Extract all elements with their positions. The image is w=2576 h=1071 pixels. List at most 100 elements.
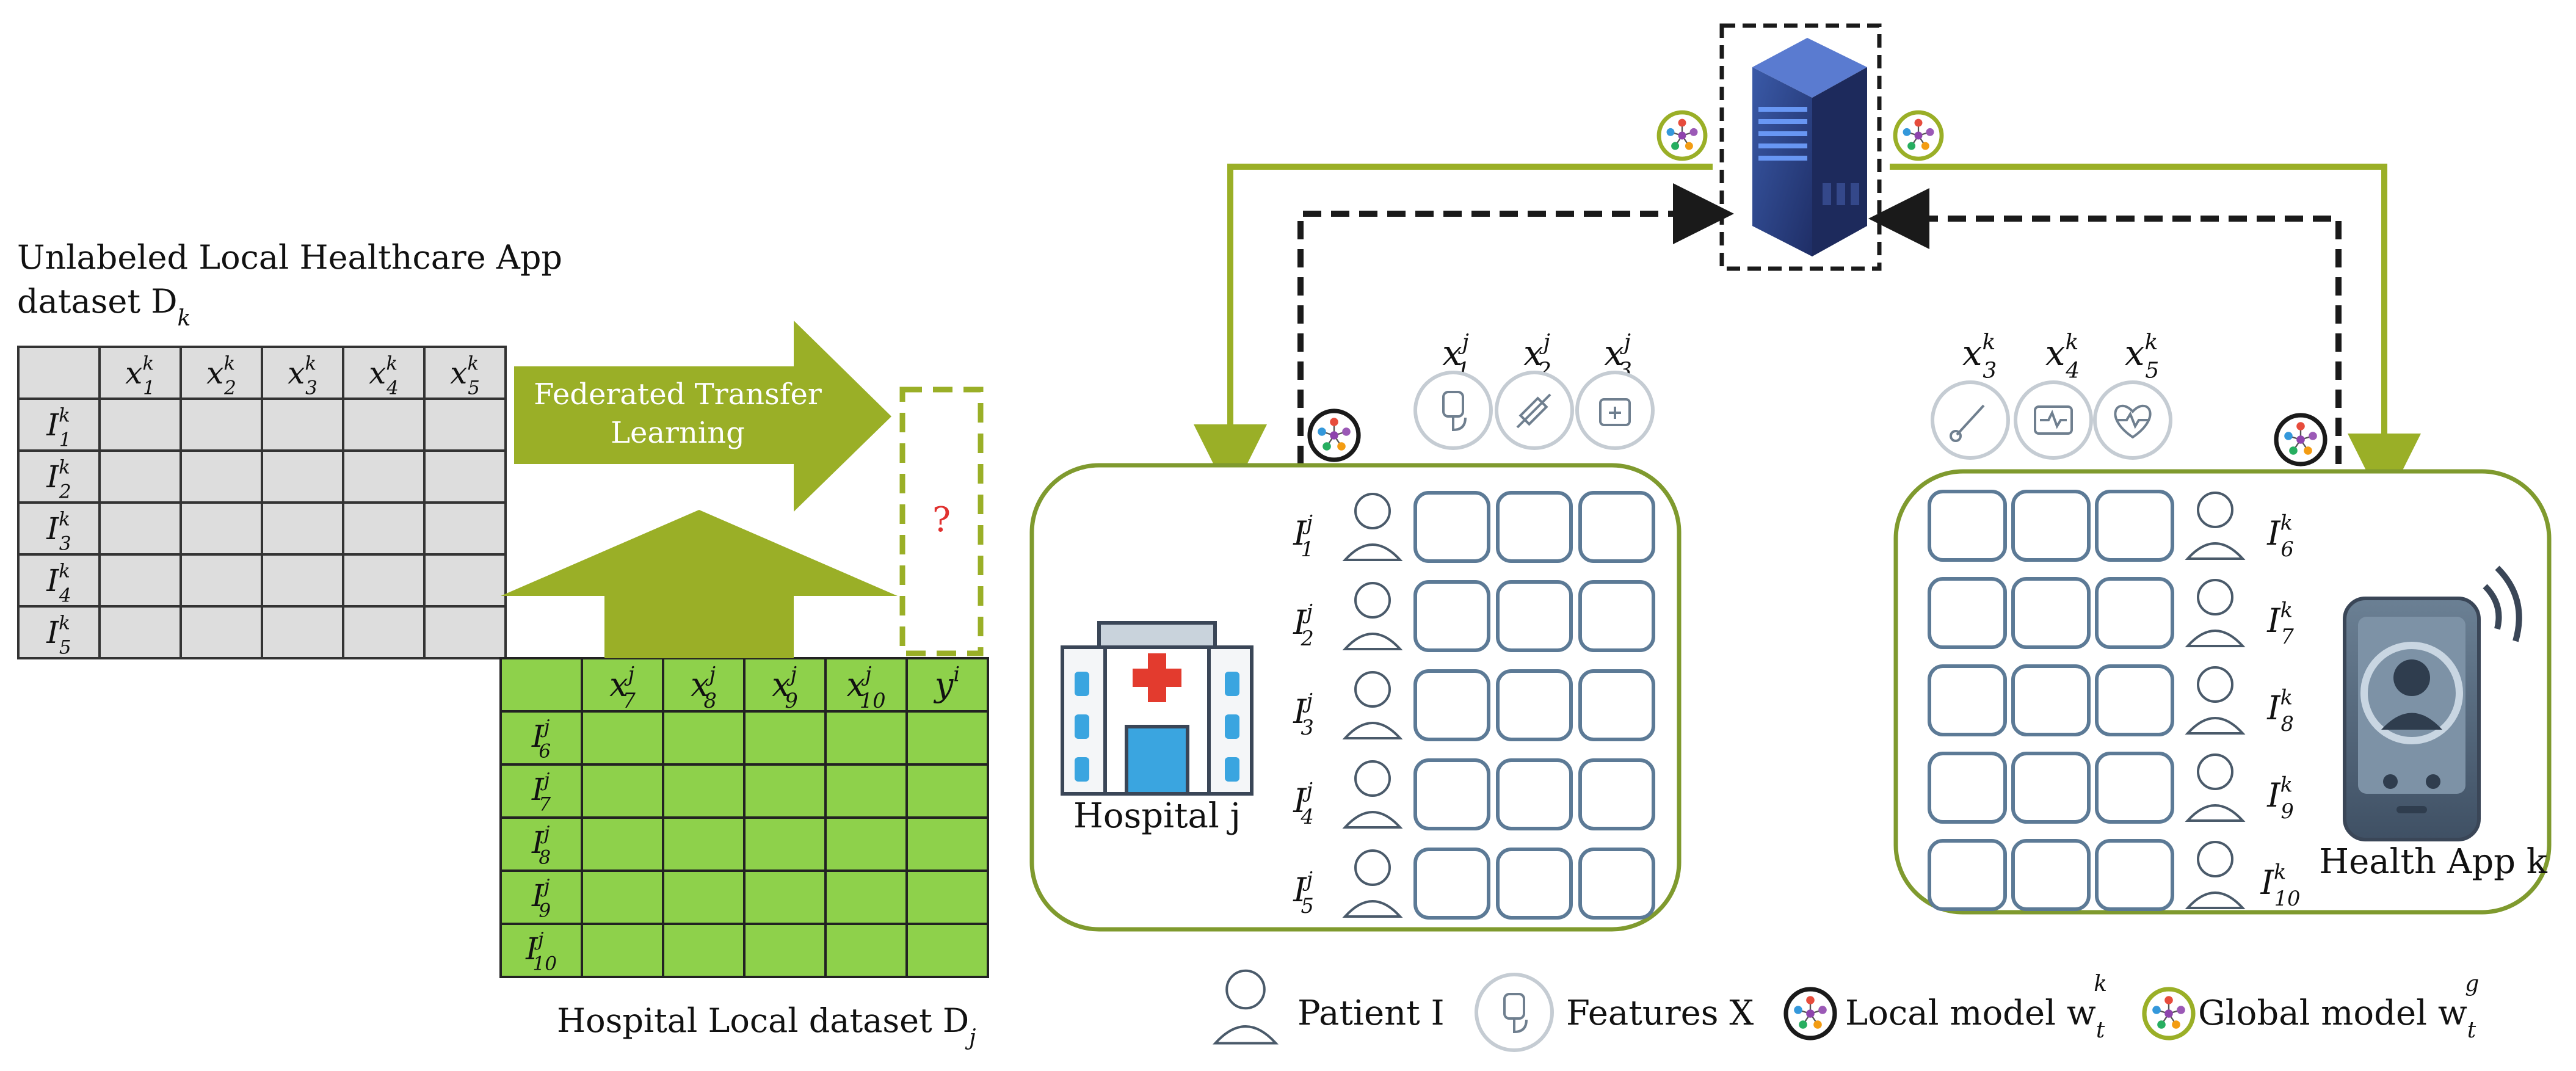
hospital-table-cell — [581, 816, 664, 872]
unlabeled-table-cell — [261, 449, 344, 504]
hospital-data-cell — [1578, 669, 1655, 741]
hospital-table-cell — [905, 816, 989, 872]
legend-local-model-label: Local model wtk — [1845, 971, 2107, 1043]
hospital-data-cell — [1496, 491, 1573, 563]
missing-label-box — [899, 387, 984, 656]
hospital-data-cell — [1578, 491, 1655, 563]
hospital-table-cell — [905, 763, 989, 819]
hospital-table-cell — [581, 763, 664, 819]
unlabeled-table-cell — [342, 553, 426, 608]
unlabeled-caption-line2: dataset D — [17, 282, 178, 321]
hospital-table-cell — [824, 816, 908, 872]
health-app-label: Health App k — [2319, 842, 2548, 882]
unlabeled-table-cell — [261, 398, 344, 452]
hospital-table-cell — [743, 710, 827, 766]
hospital-table-cell — [905, 710, 989, 766]
local-model-network-icon — [1783, 987, 1837, 1040]
unlabeled-table-cell — [423, 449, 507, 504]
unlabeled-table-cell — [342, 449, 426, 504]
hospital-data-cell — [1578, 758, 1655, 830]
unlabeled-table-cell — [261, 501, 344, 556]
local-model-icon — [1307, 408, 1361, 462]
hospital-table-cell — [662, 816, 746, 872]
app-data-cell — [2095, 839, 2174, 911]
hospital-table-cell — [743, 763, 827, 819]
hospital-label: Hospital j — [1073, 796, 1241, 836]
hospital-data-cell — [1496, 580, 1573, 652]
smartphone-icon — [2343, 565, 2522, 841]
hospital-table-cell — [662, 923, 746, 978]
hospital-table-cell — [581, 923, 664, 978]
unlabeled-table-cell — [180, 398, 263, 452]
app-data-cell — [2011, 664, 2091, 736]
app-data-cell — [2095, 490, 2174, 562]
unlabeled-table-cell — [98, 605, 182, 659]
unlabeled-dataset-caption: Unlabeled Local Healthcare App dataset D… — [17, 238, 562, 331]
hospital-table-cell — [499, 657, 583, 713]
unlabeled-table-cell — [423, 605, 507, 659]
app-data-cell — [2095, 752, 2174, 824]
hospital-building-icon — [1061, 621, 1254, 796]
unlabeled-table-cell — [17, 398, 101, 452]
unlabeled-table-cell — [180, 449, 263, 504]
ftl-label-line2: Learning — [611, 416, 745, 450]
patient-avatar-icon — [1213, 969, 1279, 1045]
unlabeled-table-cell — [180, 553, 263, 608]
hospital-data-cell — [1413, 848, 1490, 920]
unlabeled-table-cell — [342, 501, 426, 556]
global-model-line-to-app — [1890, 164, 2421, 507]
hospital-table-cell — [743, 923, 827, 978]
unlabeled-table-cell — [98, 449, 182, 504]
legend-patient-label: Patient I — [1297, 993, 1445, 1033]
unlabeled-table-cell — [98, 501, 182, 556]
hospital-table-cell — [581, 657, 664, 713]
hospital-data-cell — [1496, 848, 1573, 920]
local-model-icon — [2274, 413, 2327, 467]
app-data-cell — [1928, 490, 2007, 562]
app-data-grid — [1928, 490, 2174, 911]
ftl-up-arrow — [501, 510, 898, 658]
hospital-table-cell — [581, 870, 664, 925]
hospital-table-cell — [662, 710, 746, 766]
unlabeled-table-cell — [342, 398, 426, 452]
app-data-cell — [2011, 839, 2091, 911]
hospital-data-cell — [1413, 758, 1490, 830]
app-data-cell — [2095, 664, 2174, 736]
hospital-table-cell — [905, 923, 989, 978]
unlabeled-table-cell — [98, 398, 182, 452]
unlabeled-caption-line1: Unlabeled Local Healthcare App — [17, 238, 562, 277]
hospital-data-grid — [1413, 491, 1655, 920]
app-feature-icons — [1931, 380, 2172, 460]
unlabeled-caption-sub: k — [178, 306, 191, 331]
hospital-table-cell — [662, 763, 746, 819]
hospital-col-header: yi — [934, 663, 960, 704]
app-data-cell — [1928, 577, 2007, 649]
hospital-table-cell — [905, 657, 989, 713]
hospital-table-cell — [743, 816, 827, 872]
